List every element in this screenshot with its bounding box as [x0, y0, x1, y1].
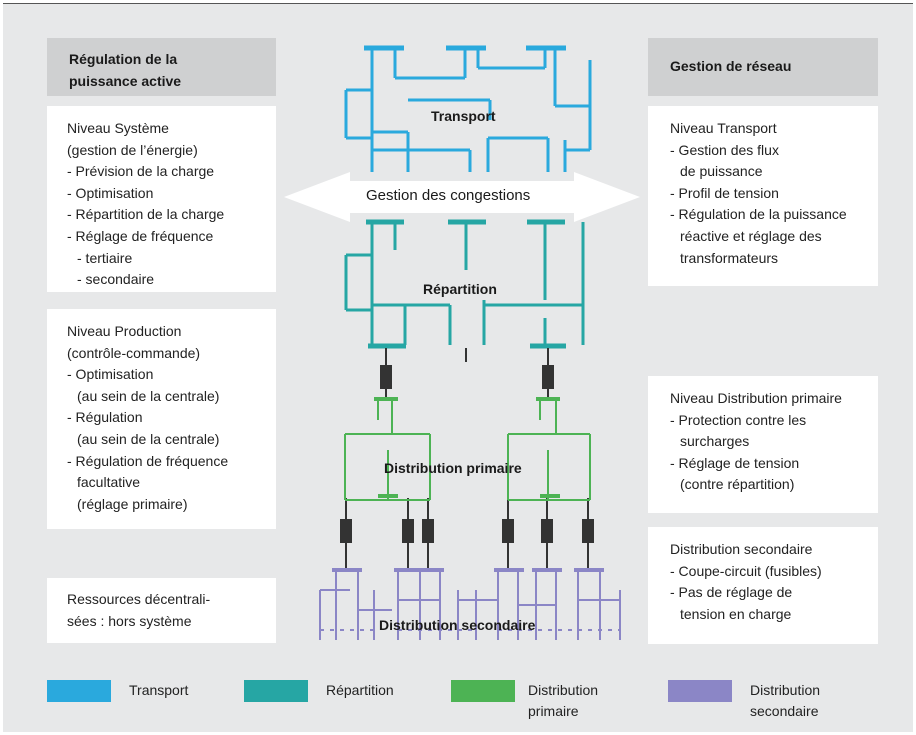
text-line: - Gestion des flux: [670, 141, 779, 158]
text-line: sées : hors système: [67, 612, 192, 629]
text-line: - Optimisation: [67, 184, 154, 201]
header-line: Régulation de la: [69, 51, 178, 67]
header-gestion-de-reseau: Gestion de réseau: [648, 38, 878, 96]
level-label-transport: Transport: [431, 108, 496, 124]
text-line: Niveau Système: [67, 120, 169, 136]
legend-line: Distribution: [750, 682, 821, 698]
legend-line: primaire: [528, 703, 579, 719]
text-line: (contrôle-commande): [67, 344, 201, 361]
text-line: Niveau Transport: [670, 120, 777, 136]
repartition-network: [344, 219, 585, 349]
text-line: surcharges: [680, 433, 750, 450]
box-niveau-transport: Niveau Transport - Gestion des flux de p…: [648, 106, 878, 286]
text-line: - Coupe-circuit (fusibles): [670, 562, 822, 579]
legend-swatch-transport: [47, 680, 111, 702]
level-label-distribution-primaire: Distribution primaire: [384, 460, 522, 476]
text-line: tension en charge: [680, 605, 792, 622]
level-label-distribution-secondaire: Distribution secondaire: [379, 617, 536, 633]
text-line: (réglage primaire): [77, 495, 188, 512]
text-line: - Régulation de fréquence: [67, 452, 229, 469]
text-line: Ressources décentrali-: [67, 591, 211, 607]
text-line: - Pas de réglage de: [670, 584, 793, 601]
level-label-repartition: Répartition: [423, 281, 497, 297]
text-line: - Réglage de fréquence: [67, 227, 214, 244]
text-line: (au sein de la centrale): [77, 430, 220, 447]
text-line: facultative: [77, 474, 141, 491]
congestion-label: Gestion des congestions: [366, 187, 531, 204]
text-line: (gestion de l’énergie): [67, 141, 198, 158]
legend-label-repartition: Répartition: [326, 680, 394, 701]
text-line: - secondaire: [77, 271, 155, 288]
text-line: - Répartition de la charge: [67, 206, 225, 223]
text-line: (contre répartition): [680, 476, 795, 493]
text-line: de puissance: [680, 163, 763, 180]
transport-network: [344, 45, 592, 172]
legend-label-distribution-primaire: Distribution primaire: [528, 680, 598, 722]
text-line: Niveau Distribution primaire: [670, 390, 842, 406]
box-niveau-distribution-primaire: Niveau Distribution primaire - Protectio…: [648, 376, 878, 513]
text-line: Niveau Production: [67, 323, 182, 339]
text-line: - Prévision de la charge: [67, 163, 215, 180]
text-line: transformateurs: [680, 249, 779, 266]
box-distribution-secondaire: Distribution secondaire - Coupe-circuit …: [648, 527, 878, 644]
legend-label-transport: Transport: [129, 680, 188, 701]
header-line: puissance active: [69, 73, 182, 89]
legend-line: Distribution: [528, 682, 599, 698]
legend-line: Répartition: [326, 682, 394, 698]
legend-line: Transport: [129, 682, 189, 698]
text-line: Distribution secondaire: [670, 541, 813, 557]
legend-swatch-distribution-secondaire: [668, 680, 732, 702]
legend-swatch-repartition: [244, 680, 308, 702]
box-niveau-systeme: Niveau Système (gestion de l’énergie) - …: [47, 106, 276, 292]
text-line: - tertiaire: [77, 249, 133, 266]
text-line: - Réglage de tension: [670, 454, 800, 471]
text-line: - Protection contre les: [670, 411, 807, 428]
box-niveau-production: Niveau Production (contrôle-commande) - …: [47, 309, 276, 529]
text-line: (au sein de la centrale): [77, 387, 220, 404]
text-line: - Profil de tension: [670, 184, 779, 201]
text-line: - Régulation: [67, 409, 143, 426]
transformers: [340, 348, 594, 568]
congestion-arrow: [284, 172, 640, 222]
distribution-primaire-network: [344, 397, 591, 501]
legend-line: secondaire: [750, 703, 819, 719]
distribution-secondaire-network: [319, 568, 621, 640]
box-ressources-decentralisees: Ressources décentrali- sées : hors systè…: [47, 578, 276, 643]
text-line: - Optimisation: [67, 366, 154, 383]
text-line: réactive et réglage des: [680, 227, 822, 244]
legend-swatch-distribution-primaire: [451, 680, 515, 702]
text-line: - Régulation de la puissance: [670, 206, 847, 223]
legend-label-distribution-secondaire: Distribution secondaire: [750, 680, 820, 722]
header-regulation-puissance-active: Régulation de la puissance active: [47, 38, 276, 96]
